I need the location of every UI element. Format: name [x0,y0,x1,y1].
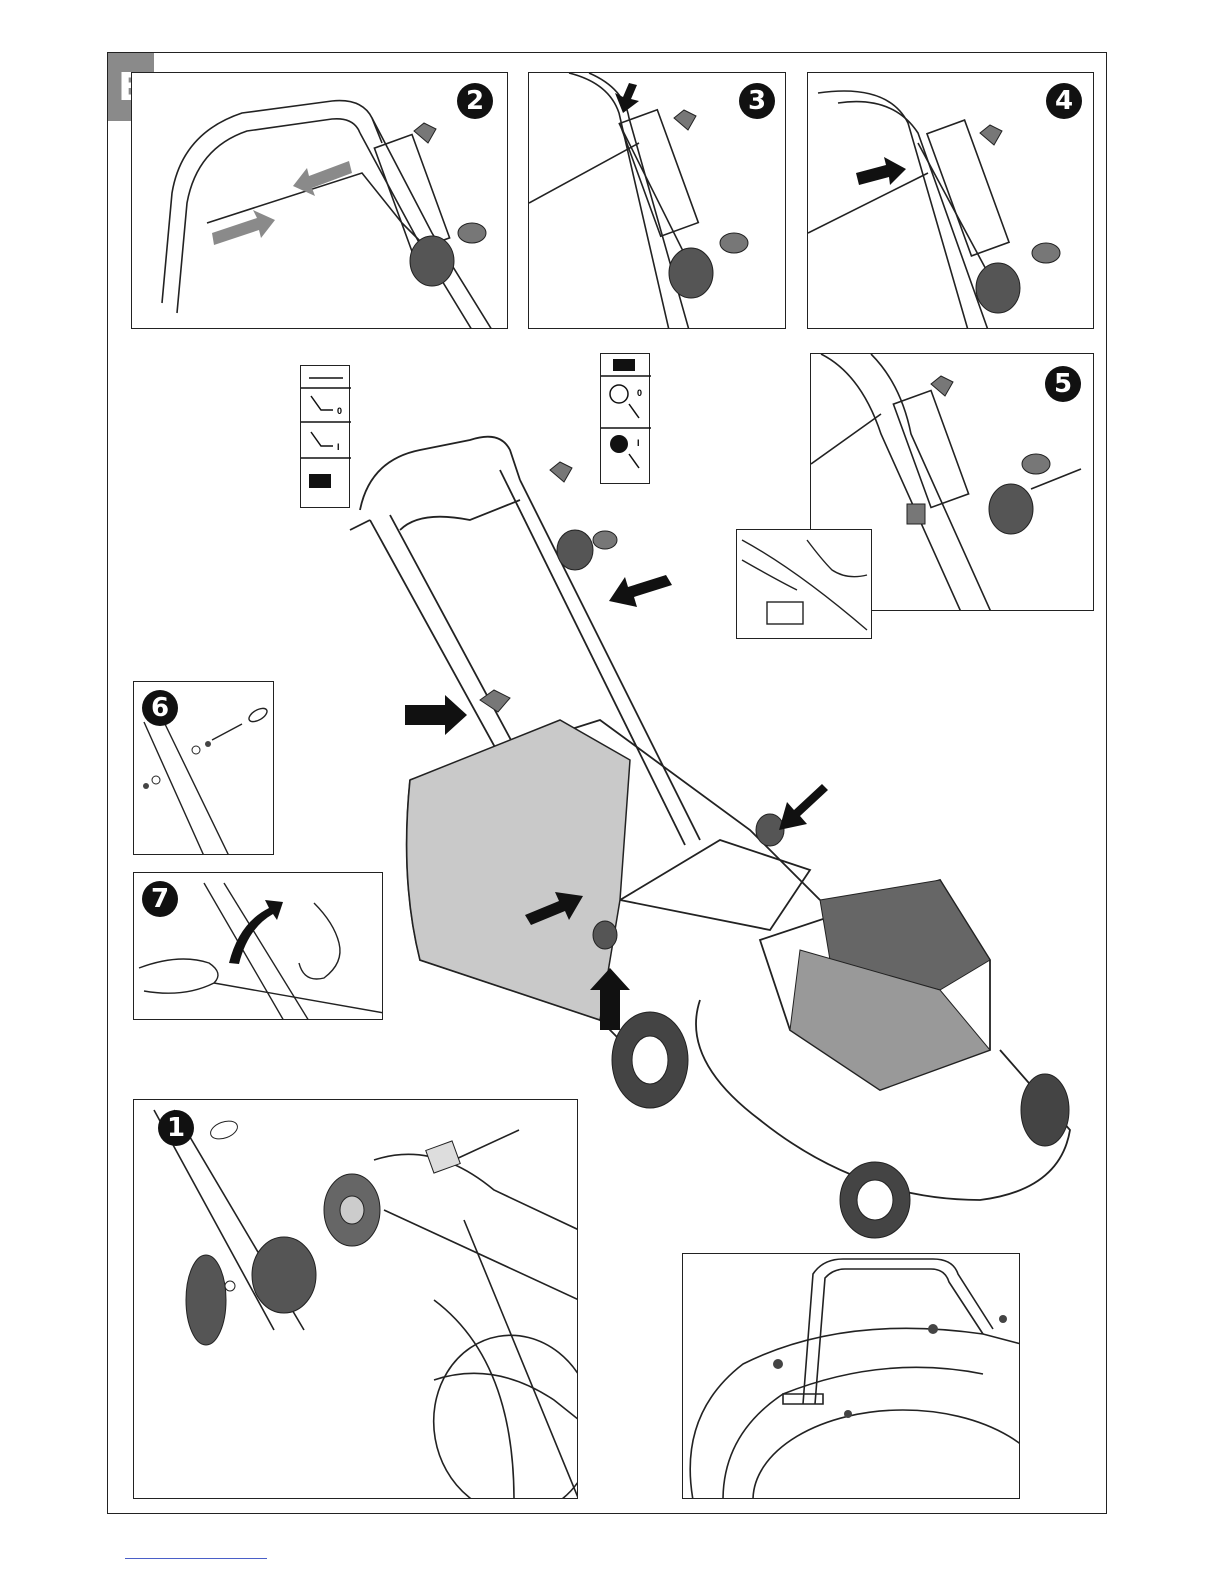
step-number-7: 7 [142,881,178,917]
panel-step-1: 1 [133,1099,578,1499]
step-number-2: 2 [457,83,493,119]
panel-step-4: 4 [807,72,1094,329]
panel-rear-guard [682,1253,1020,1499]
handle-cable-illustration [132,73,508,329]
rear-guard-illustration [683,1254,1020,1499]
wheel-height-adjuster-illustration [134,1100,578,1499]
step-number-3: 3 [739,83,775,119]
panel-step-6: 6 [133,681,274,855]
step-number-4: 4 [1046,83,1082,119]
step-number-1: 1 [158,1110,194,1146]
panel-step-2: 2 [131,72,508,329]
label-left-0: 0 [337,406,342,416]
step-number-5: 5 [1045,366,1081,402]
step-number-6: 6 [142,690,178,726]
label-right-0: 0 [637,388,642,398]
footer-line [125,1558,267,1559]
panel-step-3: 3 [528,72,786,329]
